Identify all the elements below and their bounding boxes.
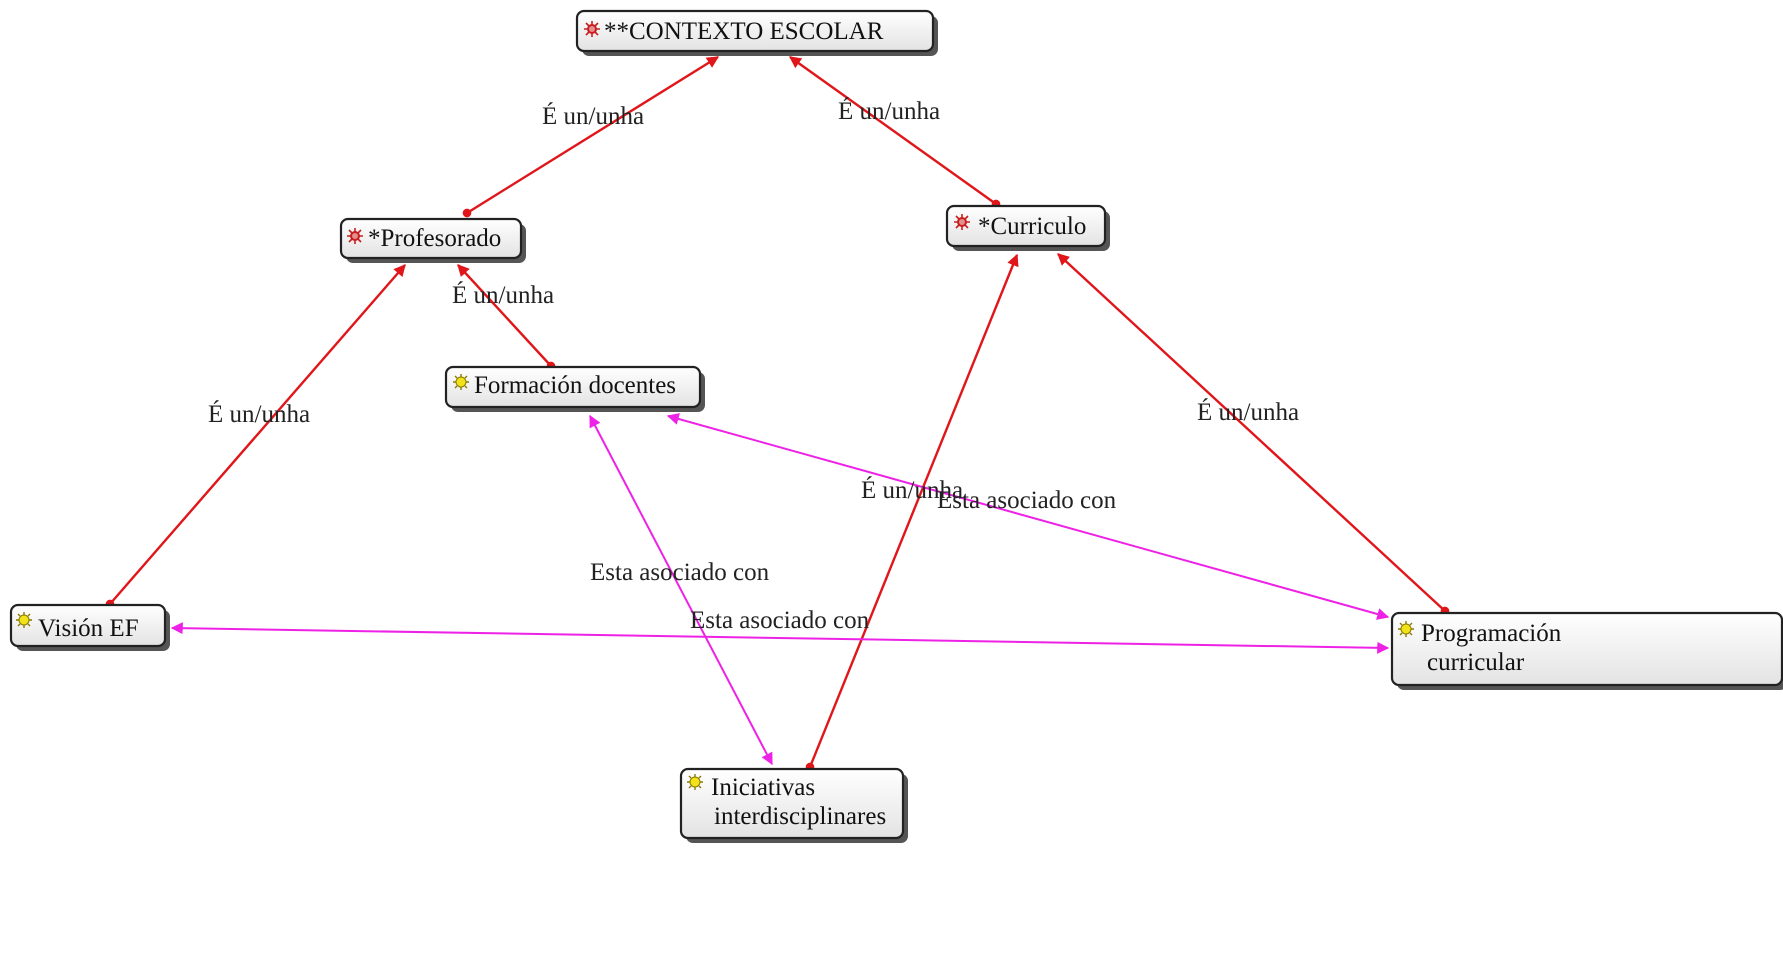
edge-label-contexto-curriculo: É un/unha [838, 97, 940, 125]
edge-formacion-iniciativas[interactable] [589, 414, 773, 766]
edge-profesorado-vision[interactable] [105, 264, 406, 609]
edge-label-contexto-profesorado: É un/unha [542, 102, 644, 130]
node-label: Visión EF [38, 615, 139, 642]
node-label-line1: Programación [1421, 620, 1562, 647]
edge-vision-programacion[interactable] [170, 622, 1390, 654]
node-iniciativas-interdisciplinares[interactable]: Iniciativas interdisciplinares [679, 767, 908, 843]
red-bug-icon [583, 20, 601, 38]
node-profesorado[interactable]: *Profesorado [339, 217, 526, 263]
node-formacion-docentes[interactable]: Formación docentes [444, 365, 705, 412]
node-label: Formación docentes [474, 372, 676, 399]
node-label-line2: interdisciplinares [714, 803, 886, 830]
yellow-lightbulb-icon [15, 611, 33, 629]
yellow-lightbulb-icon [452, 373, 470, 391]
red-bug-icon [953, 213, 971, 231]
node-label: *Curriculo [978, 213, 1086, 240]
node-label-line1: Iniciativas [711, 774, 815, 801]
node-programacion-curricular[interactable]: Programación curricular [1390, 611, 1783, 690]
edge-label-formacion-programacion: Esta asociado con [937, 487, 1117, 514]
edge-formacion-programacion[interactable] [666, 413, 1390, 620]
node-curriculo[interactable]: *Curriculo [945, 204, 1110, 251]
edge-label-vision-programacion: Esta asociado con [690, 607, 870, 634]
node-vision-ef[interactable]: Visión EF [9, 603, 170, 651]
edge-label-profesorado-vision: É un/unha [208, 400, 310, 428]
red-bug-icon [346, 227, 364, 245]
edge-label-formacion-iniciativas: Esta asociado con [590, 559, 770, 586]
edge-profesorado-formacion[interactable] [457, 264, 556, 371]
yellow-lightbulb-icon [1397, 620, 1415, 638]
node-label-line2: curricular [1427, 649, 1525, 676]
edge-contexto-profesorado[interactable] [462, 55, 720, 218]
yellow-lightbulb-icon [686, 773, 704, 791]
node-contexto-escolar[interactable]: **CONTEXTO ESCOLAR [575, 9, 938, 56]
edge-label-curriculo-iniciativas: É un/unha [861, 476, 963, 504]
node-label: **CONTEXTO ESCOLAR [604, 18, 884, 45]
node-label: *Profesorado [368, 225, 501, 252]
edge-curriculo-programacion[interactable] [1057, 253, 1450, 616]
edge-label-curriculo-programacion: É un/unha [1197, 398, 1299, 426]
edge-contexto-curriculo[interactable] [789, 56, 1001, 209]
edge-label-profesorado-formacion: É un/unha [452, 281, 554, 309]
